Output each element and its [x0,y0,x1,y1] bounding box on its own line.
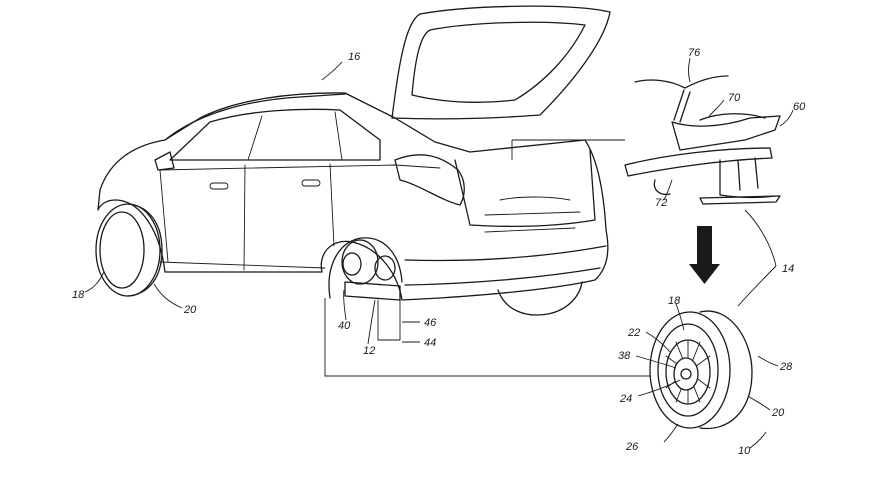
leader-38 [635,355,677,369]
leader-40 [343,289,347,321]
label-wheel-face: 26 [625,441,639,453]
label-front-tire: 20 [183,304,197,316]
car-body-outline [97,92,609,301]
leader-18-front [84,271,105,293]
front-tire-inner [99,211,145,289]
license-plate-area [484,227,576,233]
label-rim-side: 28 [779,361,793,373]
label-detached-wheel: 18 [668,295,681,307]
scooter-deck [624,147,773,177]
tail-light [394,154,465,206]
leader-14 [737,209,777,307]
scooter-seat [699,113,766,121]
leader-72 [663,179,673,201]
scooter-stem [673,89,691,123]
front-door-handle [209,182,229,190]
label-axle: 12 [363,345,375,357]
hub-coupler-lines [377,299,401,341]
hub-core [342,252,362,276]
rear-hub-assembly [341,239,401,341]
front-wheel [95,203,163,297]
leader-28 [757,355,779,367]
wheel-motor [673,357,699,391]
wheel-tire-back [699,310,753,430]
label-hub-center: 24 [619,393,632,405]
cargo-floor [484,196,581,216]
front-door [159,164,246,271]
label-drive-unit: 44 [424,337,436,349]
car-drawing [97,5,611,316]
leader-20-front [153,283,183,309]
rear-door [329,163,335,247]
label-scooter-unit: 60 [793,101,806,113]
detached-wheel [649,310,753,430]
label-car: 16 [348,51,361,63]
reference-numerals: 16 76 70 60 72 14 18 20 40 46 12 44 18 2… [72,47,806,457]
leader-20-wheel [747,395,771,411]
rear-tire [497,281,583,316]
down-arrow-icon [689,226,720,284]
leader-12 [367,299,376,345]
rear-bumper [404,245,607,286]
scooter-body [671,115,781,151]
leader-76 [688,57,691,83]
scooter-skids [653,157,776,199]
leader-18-wheel [675,303,685,331]
c-pillar [334,111,343,161]
label-wheel-assembly: 10 [738,445,751,457]
roof-line [164,93,346,141]
label-motor: 38 [618,350,631,362]
connector-to-scooter [511,139,625,160]
label-hub-coupler: 46 [424,317,437,329]
open-tailgate [391,5,611,120]
side-mirror [154,151,175,171]
tailgate-window [411,21,586,103]
rocker-line [159,261,326,269]
label-hub: 40 [338,320,351,332]
label-assembly: 14 [782,263,794,275]
wheel-rim [657,323,719,417]
leader-22 [645,331,671,353]
leader-16 [321,61,343,81]
hub-knuckle [374,255,396,281]
front-tire-tread [127,203,163,297]
hub-disc [341,239,379,285]
leader-60 [779,109,794,127]
rear-wheel-arch [328,237,403,299]
scooter-drawing [624,75,781,205]
b-pillar [247,115,263,161]
label-tire: 20 [771,407,785,419]
cargo-opening [454,149,596,228]
belt-line [159,164,441,171]
label-front-wheel: 18 [72,289,85,301]
front-tire-outer [95,203,161,297]
leader-24 [637,379,681,397]
wheel-hub-center [680,368,692,380]
scooter-handlebar [634,75,729,89]
connector-lines [324,139,660,377]
rear-door-handle [301,179,321,187]
hub-arm [344,281,401,301]
connector-to-wheel [324,298,660,377]
window-line [169,108,381,161]
leader-10 [749,431,767,449]
label-spoke-plate: 22 [627,327,640,339]
scooter-base [699,195,781,205]
leader-lines [84,57,794,449]
label-scooter-frame: 72 [655,197,667,209]
leader-26 [663,423,679,443]
leader-70 [707,99,725,119]
label-scooter-seat: 70 [728,92,741,104]
label-kick-scooter: 76 [688,47,701,59]
